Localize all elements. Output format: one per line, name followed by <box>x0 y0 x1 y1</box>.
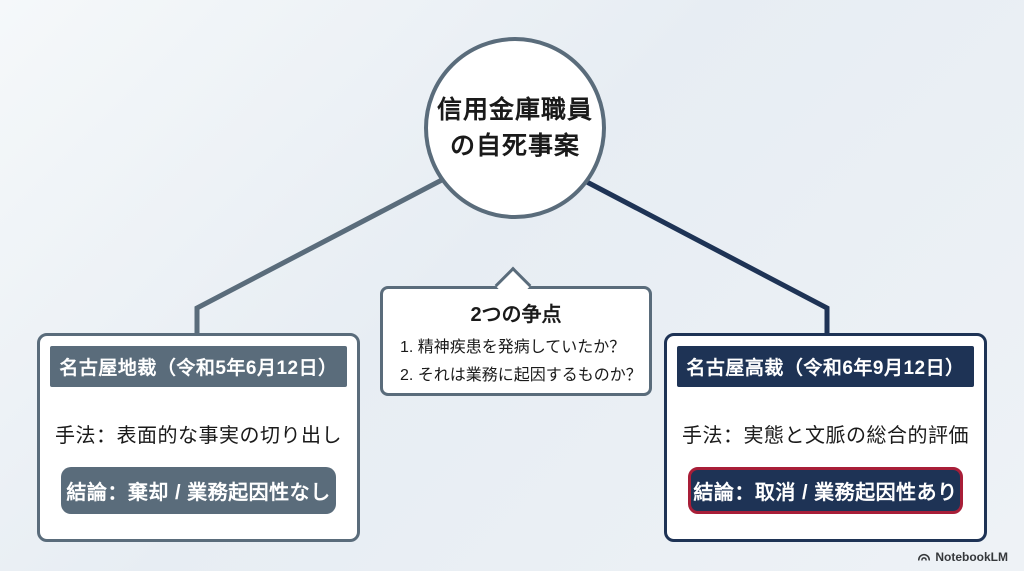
high-court-conclusion-badge: 結論：取消 / 業務起因性あり <box>688 467 963 514</box>
connector-right <box>543 157 830 340</box>
root-node-title-line1: 信用金庫職員 <box>436 95 593 124</box>
issue-item-1: 1. 精神疾患を発病していたか？ <box>400 339 626 356</box>
district-court-header: 名古屋地裁（令和5年6月12日） <box>50 346 347 387</box>
notebooklm-label: NotebookLM <box>935 550 1008 564</box>
high-court-method: 手法：実態と文脈の総合的評価 <box>682 425 969 447</box>
root-node-title-line2: の自死事案 <box>449 132 580 160</box>
issues-list: 1. 精神疾患を発病していたか？ 2. それは業務に起因するものか？ <box>400 334 649 390</box>
issues-title: 2つの争点 <box>470 304 562 326</box>
root-node-case-circle: 信用金庫職員 の自死事案 <box>424 37 606 219</box>
issue-item-2: 2. それは業務に起因するものか？ <box>400 367 642 384</box>
connector-left <box>194 157 482 340</box>
district-court-method: 手法：表面的な事実の切り出し <box>55 425 342 447</box>
district-court-conclusion-badge: 結論：棄却 / 業務起因性なし <box>61 467 336 514</box>
high-court-header: 名古屋高裁（令和6年9月12日） <box>677 346 974 387</box>
district-court-card: 名古屋地裁（令和5年6月12日） 手法：表面的な事実の切り出し 結論：棄却 / … <box>37 333 360 542</box>
issues-bubble: 2つの争点 1. 精神疾患を発病していたか？ 2. それは業務に起因するものか？ <box>380 266 652 396</box>
high-court-card: 名古屋高裁（令和6年9月12日） 手法：実態と文脈の総合的評価 結論：取消 / … <box>664 333 987 542</box>
notebooklm-icon <box>918 553 931 561</box>
notebooklm-brand: NotebookLM <box>917 550 1008 564</box>
